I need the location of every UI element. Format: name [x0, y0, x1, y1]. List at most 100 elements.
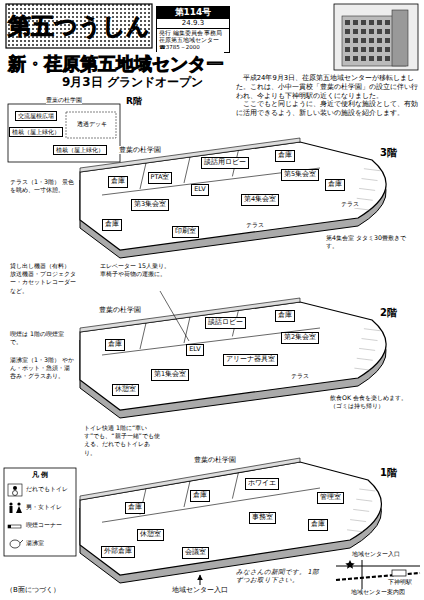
- newsletter-title: 第五つうしん: [8, 13, 150, 38]
- smoking-icon: [8, 525, 21, 528]
- building-window: [385, 29, 390, 34]
- text-label: 凡 例: [32, 471, 48, 480]
- note-text: 湯沸室（1・3階） やかん・ポット・急須・湯呑み・グラスあり。: [10, 356, 74, 381]
- room-box: 倉庫: [108, 176, 128, 187]
- room-name: ホワイエ: [248, 480, 276, 487]
- building-window: [385, 38, 390, 43]
- room-name: 外部倉庫: [104, 548, 132, 555]
- note-text: 平成24年9月3日、荏原第五地域センターが移転しました。これは、小中一貫校「豊葉…: [236, 74, 418, 100]
- terrace-hatching: [362, 339, 378, 341]
- text-label: 3階: [380, 146, 397, 159]
- photo-frame: [334, 4, 418, 70]
- back-wall: [80, 138, 300, 172]
- room-box: ELV: [191, 184, 208, 195]
- room-name: 第1集会室: [154, 371, 186, 378]
- text-label: 豊葉の杜学園: [46, 96, 82, 104]
- terrace-hatching: [353, 509, 369, 511]
- banner-text: 新・荏原第五地域センター: [8, 52, 224, 75]
- floor-plate: [80, 462, 381, 575]
- terrace-hatching: [347, 530, 363, 532]
- building-window: [361, 47, 366, 52]
- partition-wall: [140, 163, 146, 189]
- text-label: 下神明駅: [388, 579, 412, 586]
- partition-wall: [232, 473, 238, 499]
- room-name: 休憩室: [140, 531, 161, 538]
- issue-box: 第114号24.9.3発行 編集委員会 事務局 荏原第五地域センター ☎3785…: [156, 6, 230, 53]
- building-window: [345, 56, 350, 61]
- room-name: 倉庫: [328, 181, 342, 188]
- text-label: 9月3日 グランドオープン: [62, 75, 203, 91]
- room-name: 談話用ロビー: [204, 159, 246, 166]
- accessible-toilet-icon: [8, 484, 22, 496]
- building-window: [345, 20, 350, 25]
- room-box: 倉庫: [102, 219, 122, 230]
- partition-wall: [184, 317, 190, 343]
- building-window: [361, 56, 366, 61]
- text-label: 1階: [380, 466, 397, 479]
- note-text: 貸し出し機器（有料） 放送機器・プロジェクター・カセットレコーダーなど。: [10, 262, 76, 295]
- room-name: 倉庫: [193, 492, 207, 499]
- terrace-hatching: [357, 358, 373, 360]
- room-name: 植栽（屋上緑化）: [56, 147, 104, 153]
- terrace-hatching: [359, 188, 375, 190]
- room-name: 第3集会室: [134, 201, 166, 208]
- legend-text: だれでもトイレ: [26, 485, 68, 492]
- room-name: ELV: [194, 186, 205, 193]
- leader-line: [160, 291, 189, 341]
- building-tower: [392, 10, 408, 66]
- building-window: [377, 20, 382, 25]
- room-name: 第4集会室: [244, 196, 276, 203]
- room-name: 倉庫: [108, 341, 122, 348]
- building-window: [377, 47, 382, 52]
- terrace-hatching: [356, 499, 372, 501]
- map-road: [362, 560, 363, 590]
- building-window: [361, 29, 366, 34]
- partition-wall: [102, 168, 320, 195]
- terrace-hatching: [354, 368, 370, 370]
- room-box: 第4集会室: [241, 194, 279, 205]
- partition-wall: [102, 328, 320, 355]
- room-box: 管理室: [317, 492, 344, 503]
- room-name: 第5集会室: [284, 171, 316, 178]
- building-window: [385, 47, 390, 52]
- building-window: [385, 20, 390, 25]
- map-station: [392, 570, 406, 576]
- map-location-star: [345, 560, 354, 569]
- room-box: 倉庫: [308, 519, 328, 530]
- note-text: 第4集会室 タタミ30畳敷きです。: [326, 234, 414, 250]
- room-box: 倉庫: [125, 502, 145, 513]
- partition-wall: [184, 157, 190, 183]
- building-window: [369, 38, 374, 43]
- text-label: 地域センター入口: [172, 586, 228, 594]
- note-text: トイレ快適 1階に“車いす”でも、“親子一緒”でも使える、だれでもトイレあり。: [84, 424, 160, 457]
- room-box: 談話ロビー: [205, 317, 246, 328]
- room-name: 発行 編集委員会 事務局 荏原第五地域センター ☎3785－2000: [157, 29, 229, 52]
- room-box: 倉庫: [275, 150, 295, 161]
- room-box: 第3集会室: [131, 199, 169, 210]
- room-box: 倉庫: [105, 339, 125, 350]
- text-label: 豊葉の杜学園: [194, 456, 236, 464]
- note-text: みなさんの新聞です。 1部ずつお取り下さい。: [236, 568, 320, 585]
- masthead-frame: [6, 4, 152, 48]
- text-label: 地域センター案内図: [351, 589, 405, 596]
- room-name: 倉庫: [278, 312, 292, 319]
- toilet-icon: [9, 502, 12, 505]
- partition-wall: [140, 323, 146, 349]
- note-text: ここでもと同じように、身近で便利な施設として、有効に活用できるよう、新しい装いの…: [236, 100, 418, 118]
- room-name: 倉庫: [311, 521, 325, 528]
- terrace-hatching: [350, 520, 366, 522]
- roof-plan-frame: [8, 104, 120, 162]
- note-text: テラス（1・3階） 景色を眺め、一寸休憩。: [10, 178, 76, 194]
- room-box: 休憩室: [137, 529, 164, 540]
- room-name: 管理室: [320, 494, 341, 501]
- room-box: 外部倉庫: [101, 546, 135, 557]
- smoking-icon: [8, 525, 11, 528]
- text-label: 豊葉の杜学園: [99, 306, 141, 314]
- text-label: テラス: [246, 221, 264, 229]
- room-box: アリーナ器具室: [223, 354, 278, 365]
- text-label: 豊葉の杜学園: [119, 146, 161, 154]
- deck-outline: [66, 112, 116, 138]
- room-name: 印刷室: [175, 228, 196, 235]
- entrance-arrow: [200, 575, 201, 585]
- room-name: 倉庫: [128, 504, 142, 511]
